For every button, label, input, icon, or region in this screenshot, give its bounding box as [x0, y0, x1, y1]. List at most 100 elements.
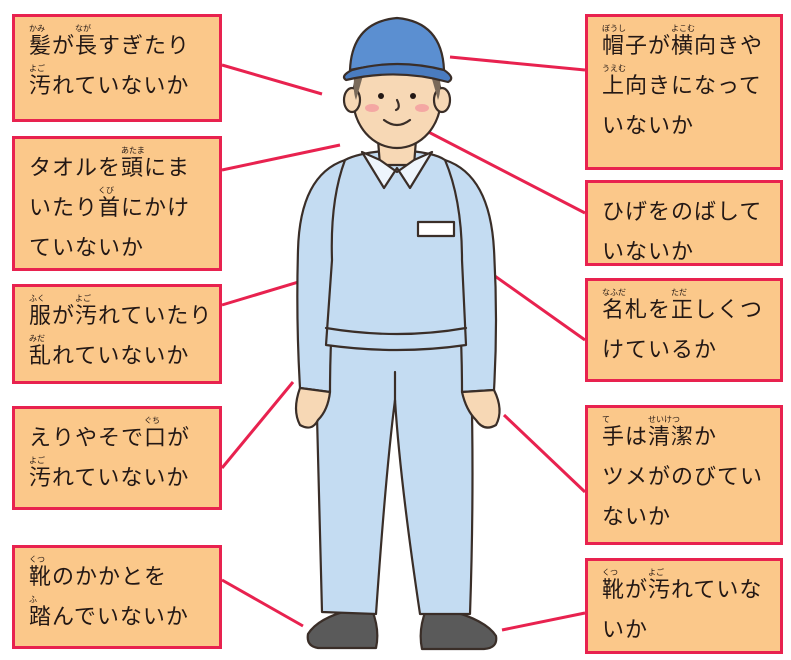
callout-line: いたりくび首にかけ — [29, 186, 209, 229]
furigana: よご — [29, 64, 45, 73]
text-segment: 髪 — [29, 34, 53, 59]
callout-line: みだ乱れていないか — [29, 334, 209, 377]
callout-line: いないか — [602, 107, 770, 147]
text-segment: 靴 — [602, 578, 626, 603]
nose — [394, 98, 400, 112]
furigana: て — [602, 415, 610, 424]
text-segment: 手 — [602, 425, 626, 450]
ruby-group: なが長 — [75, 24, 98, 67]
callout-hands: て手はせいけつ清潔かツメがのびていないか — [585, 405, 783, 545]
text-segment: タオルを — [29, 156, 122, 181]
furigana: かみ — [29, 24, 45, 33]
text-segment: んでいないか — [52, 605, 189, 630]
callout-line: ふく服がよご汚れていたり — [29, 294, 213, 337]
ruby-group: うえむ上向 — [602, 64, 648, 107]
text-segment: 汚 — [29, 74, 53, 99]
right-eye — [410, 93, 416, 99]
text-segment: 正 — [671, 298, 695, 323]
furigana: くつ — [602, 568, 618, 577]
ruby-group: かみ髪 — [29, 24, 53, 67]
furigana: よご — [29, 456, 45, 465]
ruby-group: ただ正 — [671, 288, 695, 331]
furigana: くつ — [29, 555, 45, 564]
text-segment: 横向 — [671, 34, 718, 59]
text-segment: ないか — [602, 505, 672, 530]
text-segment: しくつ — [694, 298, 764, 323]
text-segment: が — [52, 34, 76, 59]
cap — [348, 16, 446, 72]
ruby-group: せいけつ清潔 — [648, 415, 695, 458]
furigana: なが — [75, 24, 92, 33]
callout-heel: くつ靴のかかとをふ踏んでいないか — [12, 545, 222, 649]
ruby-group: よご汚 — [29, 456, 52, 499]
ruby-group: あたま頭 — [121, 147, 145, 189]
furigana: ぼうし — [602, 24, 626, 33]
mouth — [382, 118, 412, 127]
callout-towel: タオルをあたま頭にまいたりくび首にかけていないか — [12, 136, 222, 271]
callout-line: かみ髪がなが長すぎたり — [29, 24, 209, 67]
text-segment: ていないか — [29, 236, 145, 261]
text-segment: えりやそで — [29, 426, 145, 451]
callout-line: くつ靴のかかとを — [29, 555, 209, 598]
jacket — [324, 148, 468, 352]
ruby-group: ふ踏 — [29, 595, 52, 638]
left-shoe — [306, 608, 379, 650]
callout-shoes: くつ靴がよご汚れていないか — [585, 558, 783, 654]
text-segment: 清潔 — [648, 425, 695, 450]
ruby-group: よこむ横向 — [671, 24, 718, 67]
furigana: うえむ — [602, 64, 626, 73]
text-segment: ツメがのびてい — [602, 465, 764, 490]
leader-heel — [221, 578, 304, 628]
callout-nametag: なふだ名札をただ正しくつけているか — [585, 278, 783, 382]
callout-line: ないか — [602, 498, 770, 538]
furigana: ぐち — [144, 416, 161, 425]
callout-clothes: ふく服がよご汚れていたりみだ乱れていないか — [12, 284, 222, 384]
text-segment: にま — [144, 156, 191, 181]
pants — [313, 336, 474, 616]
left-hand — [294, 386, 332, 429]
furigana: よご — [75, 294, 92, 303]
ruby-group: くつ靴 — [29, 555, 52, 598]
leader-hands — [502, 413, 587, 494]
ruby-group: みだ乱 — [29, 334, 53, 377]
text-segment: きや — [717, 34, 764, 59]
text-segment: か — [694, 425, 718, 450]
left-cheek — [365, 104, 379, 112]
callout-line: いか — [602, 611, 770, 651]
text-segment: のかかとを — [52, 565, 168, 590]
furigana: よこむ — [671, 24, 696, 33]
callout-hair: かみ髪がなが長すぎたりよご汚れていないか — [12, 14, 222, 122]
text-segment: れていたり — [98, 304, 213, 329]
text-segment: 頭 — [121, 156, 145, 181]
leader-collar — [220, 381, 295, 469]
text-segment: にかけ — [121, 196, 191, 221]
text-segment: れていな — [671, 578, 763, 603]
text-segment: 服 — [29, 304, 53, 329]
furigana: ふく — [29, 294, 45, 303]
ruby-group: よご汚 — [648, 569, 672, 611]
callout-line: タオルをあたま頭にま — [29, 147, 209, 189]
left-eye — [378, 93, 384, 99]
furigana: せいけつ — [648, 415, 681, 424]
name-tag — [416, 220, 456, 238]
furigana: ただ — [671, 288, 688, 297]
text-segment: 汚 — [648, 578, 672, 603]
text-segment: れていないか — [52, 466, 190, 491]
furigana: くび — [98, 186, 115, 195]
furigana: みだ — [29, 334, 45, 343]
callout-line: よご汚れていないか — [29, 64, 209, 107]
leader-hair — [221, 63, 323, 96]
text-segment: すぎたり — [98, 34, 191, 59]
callout-line: ぼうし帽子がよこむ横向きや — [602, 24, 770, 67]
furigana: ふ — [29, 595, 37, 604]
right-cheek — [415, 104, 429, 112]
text-segment: 首 — [98, 196, 122, 221]
leader-shoes — [501, 611, 586, 632]
cap-brim — [342, 62, 453, 84]
ruby-group: なふだ名札 — [602, 289, 648, 331]
ruby-group: ふく服 — [29, 294, 53, 337]
text-segment: 乱 — [29, 344, 53, 369]
text-segment: が — [625, 578, 649, 603]
text-segment: 汚 — [75, 304, 99, 329]
text-segment: いたり — [29, 196, 99, 221]
